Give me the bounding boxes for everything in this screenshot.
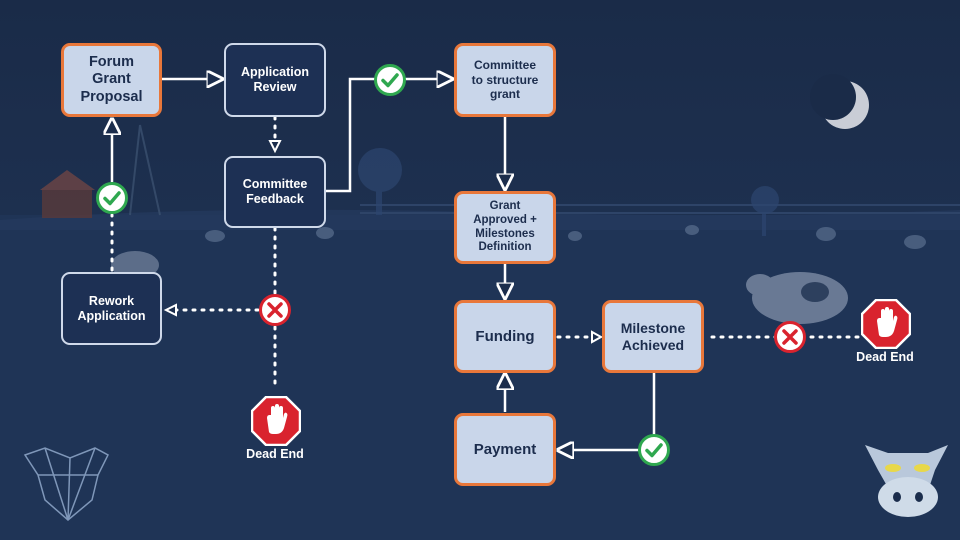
bull-logo-icon (23, 447, 109, 521)
cross-icon (259, 294, 291, 326)
milestone-achieved-node: Milestone Achieved (602, 300, 704, 373)
tree-icon (358, 148, 779, 236)
committee-structure-grant-node: Committee to structure grant (454, 43, 556, 117)
dead-end-label: Dead End (856, 350, 914, 364)
forum-grant-proposal-node: Forum Grant Proposal (61, 43, 162, 117)
windmill-icon (129, 124, 161, 216)
application-review-node: Application Review (224, 43, 326, 117)
rework-application-node: Rework Application (61, 272, 162, 345)
payment-node: Payment (454, 413, 556, 486)
check-icon (374, 64, 406, 96)
check-icon (96, 182, 128, 214)
moon-icon (810, 74, 869, 129)
cross-icon (774, 321, 806, 353)
cow-head-icon (865, 445, 948, 517)
barn-icon (40, 170, 95, 218)
stop-hand-icon (251, 396, 301, 446)
committee-feedback-node: Committee Feedback (224, 156, 326, 228)
dead-end-label: Dead End (246, 447, 304, 461)
grant-approved-node: Grant Approved + Milestones Definition (454, 191, 556, 264)
stop-hand-icon (861, 299, 911, 349)
cow-silhouette-icon (746, 272, 848, 324)
funding-node: Funding (454, 300, 556, 373)
check-icon (638, 434, 670, 466)
